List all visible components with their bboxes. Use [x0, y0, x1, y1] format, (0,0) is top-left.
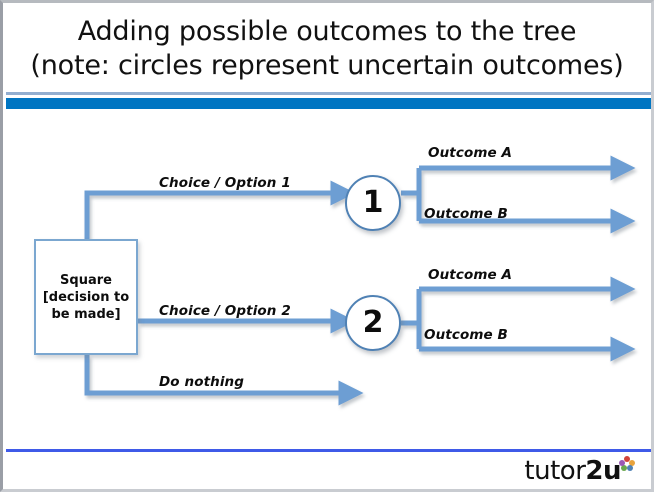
chance-node-circle-2[interactable]: 2	[345, 295, 401, 351]
outcome-lines-node-2	[401, 276, 636, 362]
flower-icon	[619, 456, 635, 472]
decision-tree-diagram	[3, 109, 651, 439]
chance-node-1-label: 1	[362, 185, 384, 220]
tutor2u-logo: tutor2u	[524, 455, 635, 487]
chance-node-2-label: 2	[362, 305, 384, 340]
outcome-label-1-b: Outcome B	[424, 206, 508, 222]
decision-node-label-line-1: Square	[60, 272, 112, 288]
title-line-2: (note: circles represent uncertain outco…	[30, 50, 624, 81]
branch-label-do-nothing: Do nothing	[159, 374, 245, 390]
logo-wordmark: tutor2u	[524, 457, 621, 485]
title-line-1: Adding possible outcomes to the tree	[77, 16, 577, 47]
outcome-label-2-a: Outcome A	[428, 267, 513, 283]
logo-text-bold: 2u	[585, 456, 621, 486]
logo-text-light: tutor	[524, 456, 586, 486]
decision-node-label-line-3: be made]	[51, 306, 121, 322]
branch-label-option-1: Choice / Option 1	[159, 175, 291, 191]
accent-bar-thick	[6, 98, 651, 109]
chance-node-circle-1[interactable]: 1	[345, 175, 401, 231]
branch-label-option-2: Choice / Option 2	[159, 303, 291, 319]
outcome-label-1-a: Outcome A	[428, 145, 513, 161]
outcome-lines-node-1	[401, 155, 636, 234]
accent-bar-thin	[6, 92, 651, 95]
decision-node-label-line-2: [decision to	[42, 289, 130, 305]
slide-title: Adding possible outcomes to the tree (no…	[3, 3, 651, 95]
outcome-label-2-b: Outcome B	[424, 327, 508, 343]
footer-divider	[6, 449, 651, 452]
decision-node-square[interactable]: Square [decision to be made]	[34, 239, 138, 355]
decision-node-label: Square [decision to be made]	[43, 272, 129, 323]
